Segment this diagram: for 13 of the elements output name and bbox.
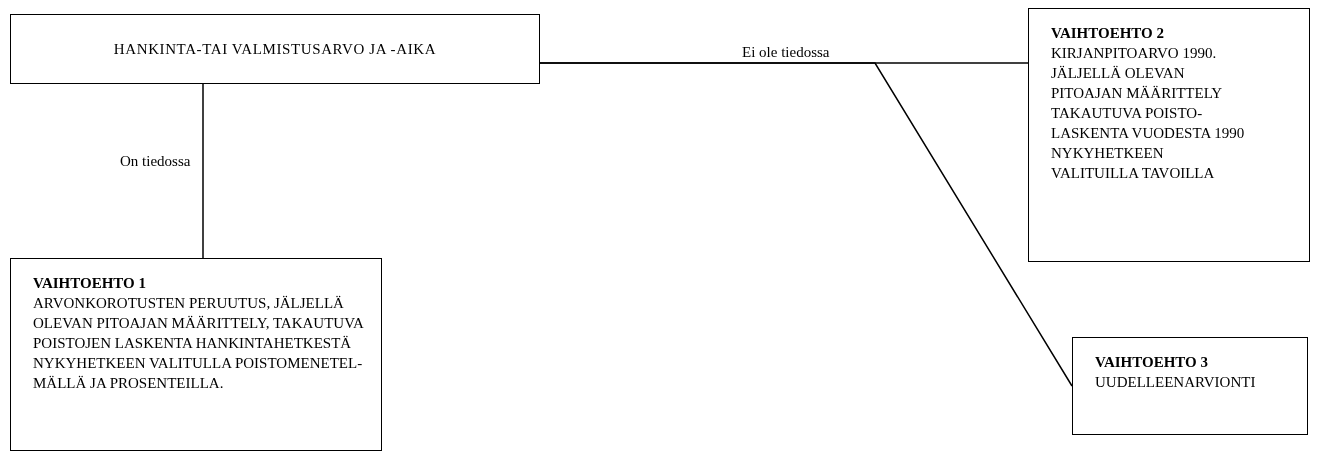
- box-text: UUDELLEENARVIONTI: [1095, 373, 1256, 392]
- process-box: [10, 258, 382, 451]
- box-text: ARVONKOROTUSTEN PERUUTUS, JÄLJELLÄ OLEVAN PITOAJAN MÄÄRITTELY, TAKAUTUVA POISTOJEN LASKENTA HANKINTAHETKESTÄ NYKYHETKEEN VALITULLA POISTOMENETEL-MÄLLÄ JA PROSENTEILLA.: [33, 294, 365, 393]
- box-heading: VAIHTOEHTO 2: [1051, 24, 1164, 43]
- process-box: [1072, 337, 1308, 435]
- connector-line: [202, 83, 204, 259]
- box-text: HANKINTA-TAI VALMISTUSARVO JA -AIKA: [113, 40, 437, 59]
- process-box: [1028, 8, 1310, 262]
- box-heading: VAIHTOEHTO 3: [1095, 353, 1208, 372]
- connector-line: [539, 62, 1073, 387]
- box-text: KIRJANPITOARVO 1990. JÄLJELLÄ OLEVAN PITOAJAN MÄÄRITTELY TAKAUTUVA POISTO-LASKENTA VUODESTA 1990 NYKYHETKEEN VALITUILLA TAVOILLA: [1051, 44, 1246, 183]
- box-heading: VAIHTOEHTO 1: [33, 274, 146, 293]
- process-box: [10, 14, 540, 84]
